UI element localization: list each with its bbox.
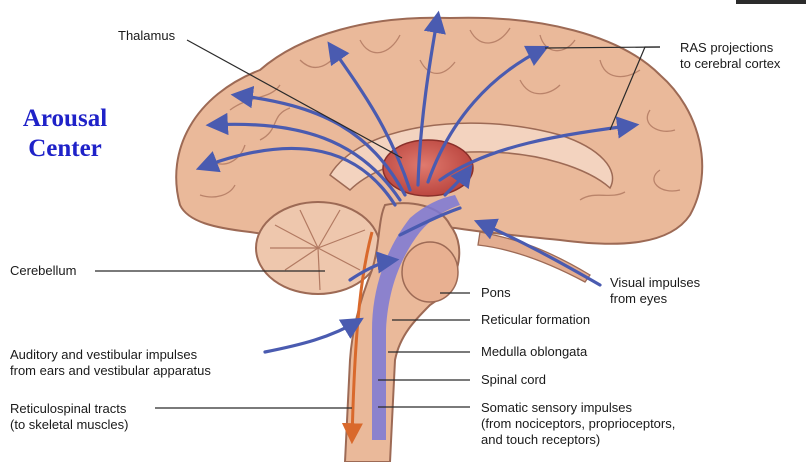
label-reticular-formation: Reticular formation (481, 312, 590, 328)
label-visual-line-1: Visual impulses (610, 275, 700, 291)
label-medulla: Medulla oblongata (481, 344, 587, 360)
label-ras-line-2: to cerebral cortex (680, 56, 780, 72)
label-cerebellum: Cerebellum (10, 263, 76, 279)
label-auditory-line-1: Auditory and vestibular impulses (10, 347, 211, 363)
label-pons: Pons (481, 285, 511, 301)
title-line-2: Center (0, 134, 130, 164)
label-spinal-cord: Spinal cord (481, 372, 546, 388)
label-somatic-line-1: Somatic sensory impulses (481, 400, 675, 416)
label-auditory-impulses: Auditory and vestibular impulses from ea… (10, 347, 211, 379)
label-visual-impulses: Visual impulses from eyes (610, 275, 700, 307)
label-reticulospinal-tracts: Reticulospinal tracts (to skeletal muscl… (10, 401, 128, 433)
label-somatic-line-3: and touch receptors) (481, 432, 675, 448)
label-ras-line-1: RAS projections (680, 40, 780, 56)
label-somatic-impulses: Somatic sensory impulses (from nocicepto… (481, 400, 675, 448)
label-auditory-line-2: from ears and vestibular apparatus (10, 363, 211, 379)
label-reticulospinal-line-1: Reticulospinal tracts (10, 401, 128, 417)
title-line-1: Arousal (0, 104, 130, 134)
label-reticulospinal-line-2: (to skeletal muscles) (10, 417, 128, 433)
window-edge (736, 0, 806, 4)
label-visual-line-2: from eyes (610, 291, 700, 307)
label-somatic-line-2: (from nociceptors, proprioceptors, (481, 416, 675, 432)
label-thalamus: Thalamus (118, 28, 175, 44)
label-ras-projections: RAS projections to cerebral cortex (680, 40, 780, 72)
diagram-title: Arousal Center (0, 104, 130, 164)
